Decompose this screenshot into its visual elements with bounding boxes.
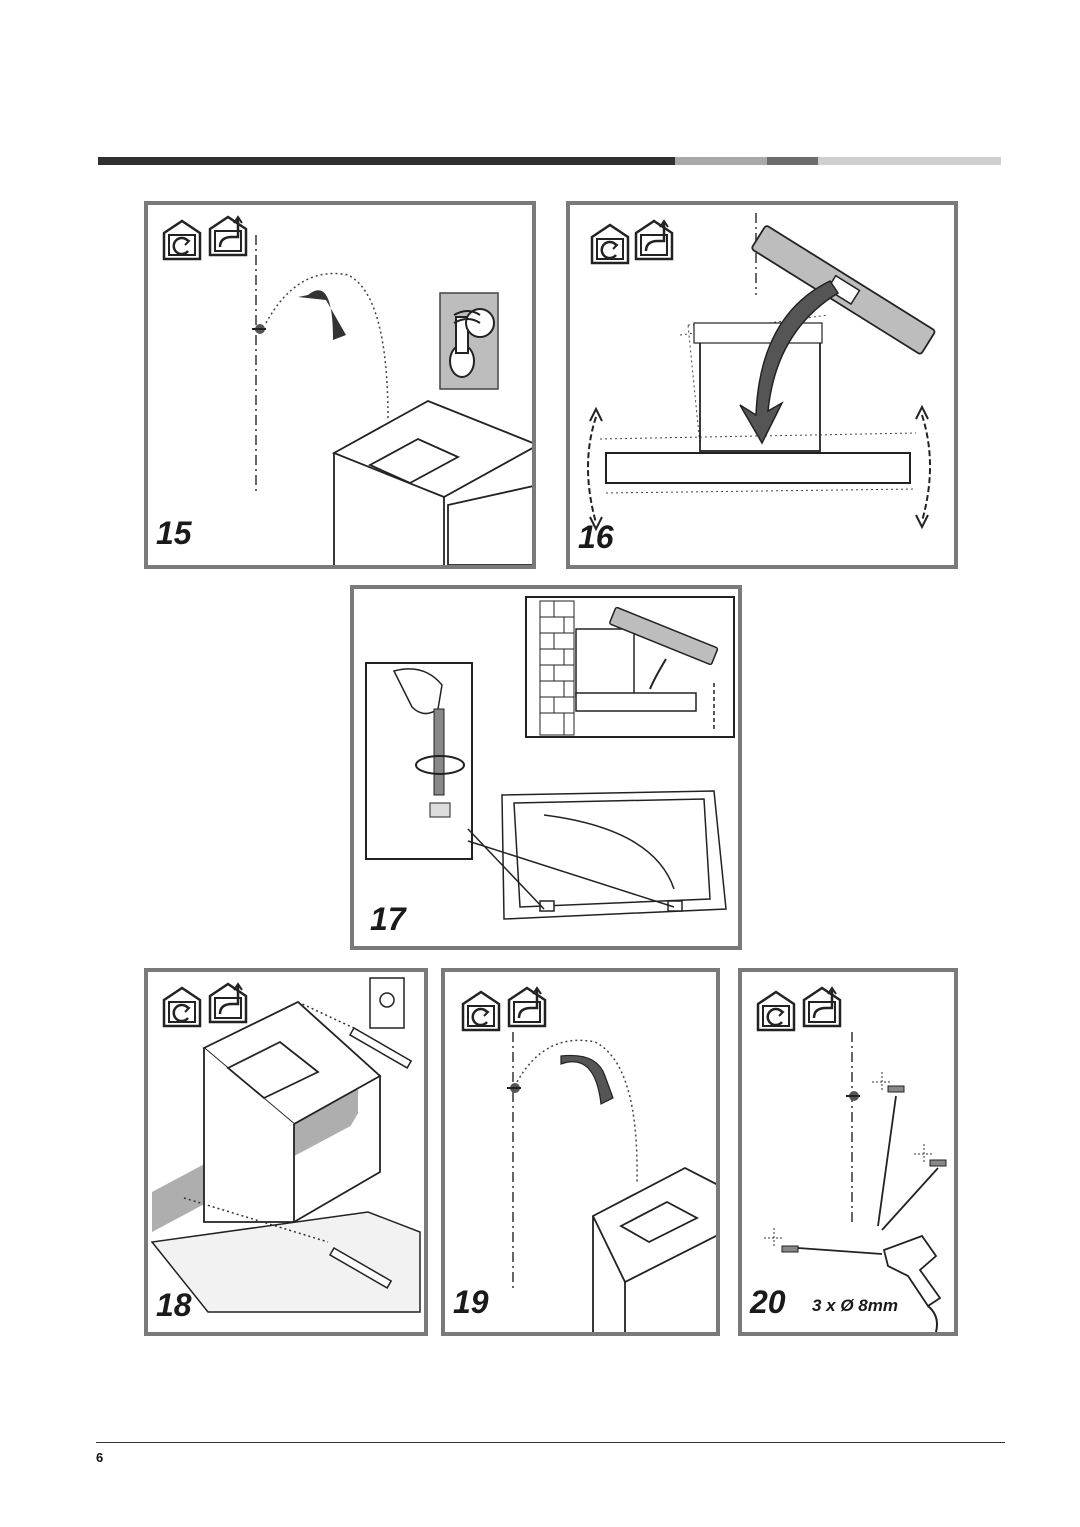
footer-rule (96, 1442, 1005, 1443)
screw-icon (252, 324, 266, 334)
step-number: 17 (370, 901, 406, 937)
step-20-panel: 20 3 x Ø 8mm (738, 968, 958, 1336)
screwdriver-detail (365, 662, 473, 860)
step-number: 20 (750, 1284, 786, 1320)
header-bar (98, 157, 1001, 165)
step-19-panel: 19 (441, 968, 720, 1336)
extraction-mode-icon (802, 986, 842, 1028)
spirit-level (751, 225, 936, 355)
header-bar-segment-dark (98, 157, 675, 165)
hood-body (591, 1166, 716, 1332)
level-detail (525, 596, 735, 738)
hood-frame (501, 790, 727, 920)
recirculation-mode-icon (590, 223, 630, 265)
tilt-arrow-right-icon (921, 414, 931, 522)
step-number: 19 (453, 1284, 489, 1320)
pencil-icon (348, 1026, 413, 1069)
header-bar-segment-pale (818, 157, 1001, 165)
keyhole-detail (439, 292, 499, 390)
wall-surface (150, 1211, 421, 1313)
wall-plug-icon (781, 1085, 947, 1253)
curved-arrow-icon (298, 290, 346, 340)
screw-icon (846, 1091, 860, 1101)
curved-arrow-icon (560, 1054, 614, 1105)
recirculation-mode-icon (756, 990, 796, 1032)
page-number: 6 (96, 1450, 104, 1465)
step-17-panel: 17 (350, 585, 742, 950)
recirculation-mode-icon (162, 986, 202, 1028)
step-number: 18 (156, 1287, 192, 1323)
dotted-path (265, 272, 389, 421)
extraction-mode-icon (507, 986, 547, 1028)
recirculation-mode-icon (461, 990, 501, 1032)
step-15-panel: 15 (144, 201, 536, 569)
step-number: 16 (578, 519, 614, 555)
extraction-mode-icon (208, 982, 248, 1024)
curved-arrow-icon (739, 280, 840, 445)
extraction-mode-icon (208, 215, 248, 257)
hood-body (331, 400, 532, 565)
header-bar-segment-light (675, 157, 767, 165)
drill-icon (882, 1234, 942, 1332)
hood-body (202, 1000, 382, 1223)
hood-canopy (605, 452, 911, 484)
extraction-mode-icon (634, 219, 674, 261)
keyhole-icon (369, 977, 405, 1029)
step-18-panel: 18 (144, 968, 428, 1336)
drill-spec-label: 3 x Ø 8mm (812, 1296, 898, 1315)
header-bar-segment-mid (767, 157, 818, 165)
screw-icon (507, 1083, 521, 1093)
pencil-icon (328, 1246, 393, 1289)
step-16-panel: 16 (566, 201, 958, 569)
brick-wall (539, 600, 575, 736)
step-number: 15 (156, 515, 192, 551)
tilt-arrow-left-icon (587, 416, 597, 524)
recirculation-mode-icon (162, 219, 202, 261)
